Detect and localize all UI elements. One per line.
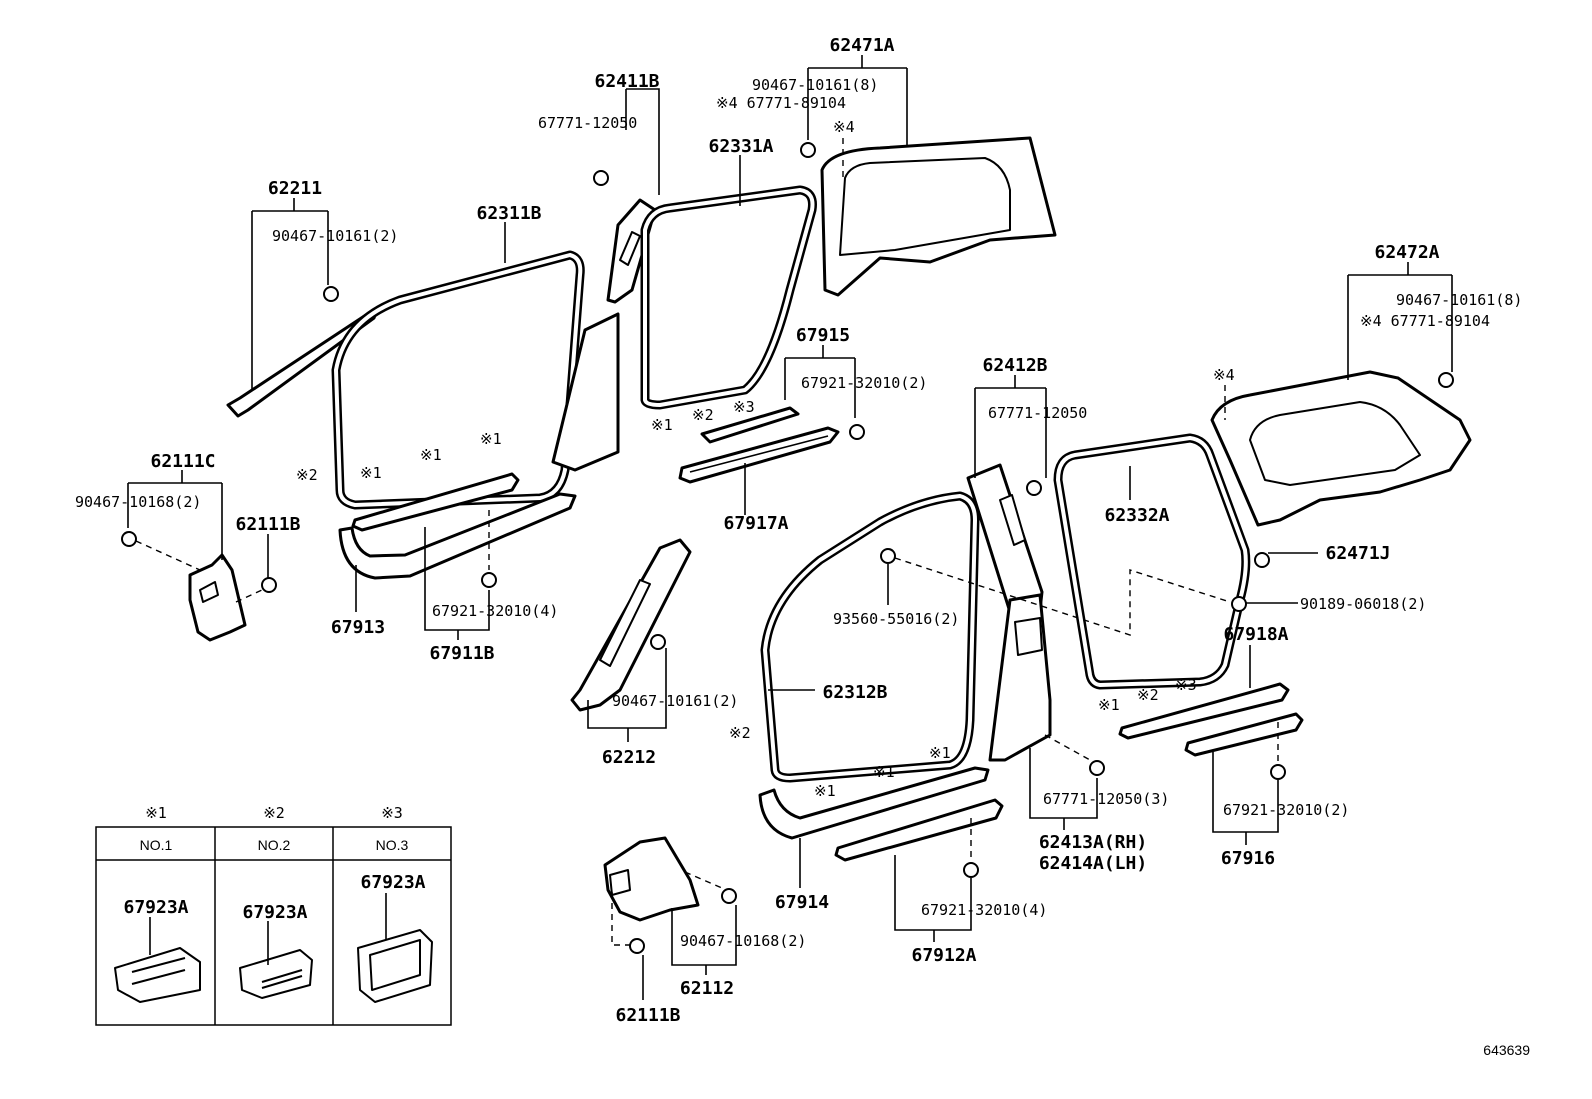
marker-1-d: ※1	[651, 416, 673, 434]
legend-col1-part: 67923A	[123, 897, 188, 918]
marker-2-d: ※2	[729, 724, 751, 742]
rear-door-weatherstrip-62331A	[640, 185, 817, 410]
legend-col1-header: NO.1	[140, 837, 173, 853]
step-cover-67913	[338, 492, 577, 580]
quarter-trim-62471A	[820, 136, 1057, 297]
leader-lines	[127, 55, 1453, 1000]
scuff-plate-67911B	[351, 472, 520, 532]
center-pillar-lower-trim	[551, 312, 620, 472]
label-62471A: 62471A	[829, 35, 894, 56]
label-62111B-b: 62111B	[615, 1005, 680, 1026]
label-67917A: 67917A	[723, 513, 788, 534]
legend-col3-part: 67923A	[360, 872, 425, 893]
cowl-side-trim-62111C	[188, 553, 247, 642]
clip-markers: ※2 ※1 ※1 ※1 ※1 ※2 ※3 ※1 ※2 ※3 ※2 ※1 ※1 ※…	[296, 398, 1197, 800]
marker-2-b: ※2	[692, 406, 714, 424]
label-67771-89104-b: ※4 67771-89104	[1360, 312, 1490, 330]
scuff-plate-67915	[700, 406, 800, 444]
quarter-trim-62472A	[1210, 370, 1472, 527]
front-door-weatherstrip-62312B	[760, 491, 980, 783]
marker-1-h: ※1	[814, 782, 836, 800]
marker-1-a: ※1	[360, 464, 382, 482]
marker-4-a: ※4	[833, 118, 855, 136]
label-67921-32010-2-a: 67921-32010(2)	[801, 374, 927, 392]
label-67921-32010-2-b: 67921-32010(2)	[1223, 801, 1349, 819]
marker-1-c: ※1	[480, 430, 502, 448]
marker-1-g: ※1	[873, 763, 895, 781]
front-door-weatherstrip-62311B	[331, 250, 585, 510]
legend-col1-mark: ※1	[145, 804, 167, 822]
label-90467-10161-8-a: 90467-10161(8)	[752, 76, 878, 94]
label-67921-32010-4-b: 67921-32010(4)	[921, 901, 1047, 919]
label-67918A: 67918A	[1223, 624, 1288, 645]
label-62112: 62112	[680, 978, 734, 999]
label-67911B: 67911B	[429, 643, 494, 664]
label-67771-89104-a: ※4 67771-89104	[716, 94, 846, 112]
clip-no2-shape	[239, 949, 313, 999]
label-62471J: 62471J	[1325, 543, 1390, 564]
legend-col3-header: NO.3	[376, 837, 409, 853]
part-labels: 62471A 90467-10161(8) ※4 67771-89104 624…	[75, 35, 1530, 1058]
label-62413A: 62413A(RH)	[1039, 832, 1147, 853]
step-cover-67914	[758, 766, 990, 840]
label-93560-55016: 93560-55016(2)	[833, 610, 959, 628]
label-62472A: 62472A	[1374, 242, 1439, 263]
marker-2-a: ※2	[296, 466, 318, 484]
legend-col3-mark: ※3	[381, 804, 403, 822]
scuff-plate-67918A	[1118, 682, 1290, 740]
label-62332A: 62332A	[1104, 505, 1169, 526]
label-67921-32010-4-a: 67921-32010(4)	[432, 602, 558, 620]
marker-3-a: ※3	[733, 398, 755, 416]
label-90467-10161-2-a: 90467-10161(2)	[272, 227, 398, 245]
label-62111B-a: 62111B	[235, 514, 300, 535]
legend-text: ※1 ※2 ※3 NO.1 NO.2 NO.3 67923A 67923A 67…	[123, 804, 425, 923]
label-62331A: 62331A	[708, 136, 773, 157]
marker-1-b: ※1	[420, 446, 442, 464]
diagram-id: 643639	[1483, 1042, 1530, 1058]
marker-1-e: ※1	[1098, 696, 1120, 714]
label-90467-10168-2-b: 90467-10168(2)	[680, 932, 806, 950]
clip-legend-table	[95, 826, 452, 1026]
label-90467-10168-2-a: 90467-10168(2)	[75, 493, 201, 511]
marker-2-c: ※2	[1137, 686, 1159, 704]
label-67915: 67915	[796, 325, 850, 346]
center-pillar-lower-62413A	[988, 593, 1052, 762]
label-67916: 67916	[1221, 848, 1275, 869]
label-62312B: 62312B	[822, 682, 887, 703]
legend-col2-mark: ※2	[263, 804, 285, 822]
legend-col2-part: 67923A	[242, 902, 307, 923]
label-62411B: 62411B	[594, 71, 659, 92]
label-62412B: 62412B	[982, 355, 1047, 376]
label-67913: 67913	[331, 617, 385, 638]
label-90467-10161-2-b: 90467-10161(2)	[612, 692, 738, 710]
label-90467-10161-8-b: 90467-10161(8)	[1396, 291, 1522, 309]
fastener-clips	[121, 142, 1454, 954]
step-cover-67917A	[678, 426, 840, 484]
rear-door-weatherstrip-62332A	[1053, 433, 1251, 690]
clip-no1-shape	[114, 947, 201, 1003]
cowl-side-trim-62112	[603, 836, 700, 922]
marker-3-b: ※3	[1175, 676, 1197, 694]
pillar-garnish-62212	[570, 538, 692, 712]
legend-col2-header: NO.2	[258, 837, 291, 853]
label-62311B: 62311B	[476, 203, 541, 224]
label-62414A: 62414A(LH)	[1039, 853, 1147, 874]
marker-1-f: ※1	[929, 744, 951, 762]
label-67771-12050-b: 67771-12050	[988, 404, 1087, 422]
label-62211: 62211	[268, 178, 322, 199]
label-62212: 62212	[602, 747, 656, 768]
step-cover-67916	[1184, 712, 1304, 757]
label-62111C: 62111C	[150, 451, 215, 472]
label-90189-06018: 90189-06018(2)	[1300, 595, 1426, 613]
marker-4-b: ※4	[1213, 366, 1235, 384]
label-67914: 67914	[775, 892, 829, 913]
label-67912A: 67912A	[911, 945, 976, 966]
label-67771-12050-3: 67771-12050(3)	[1043, 790, 1169, 808]
label-67771-12050-a: 67771-12050	[538, 114, 637, 132]
scuff-plate-67912A	[834, 798, 1004, 862]
